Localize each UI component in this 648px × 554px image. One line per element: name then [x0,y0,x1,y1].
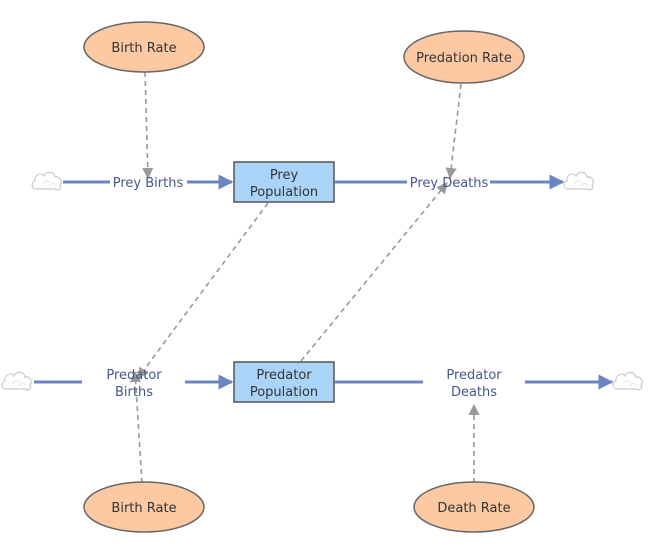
cloud-sink-prey-icon [563,171,594,191]
cloud-source-prey-icon [31,171,62,191]
flow-prey-deaths-label: Prey Deaths [410,176,489,191]
flow-predator-births-label-line1: Predator [106,368,162,383]
stock-prey-label-line2: Population [250,185,318,200]
cloud-source-predator-icon [1,371,32,391]
variable-birth-rate-top-ellipse [83,21,205,73]
variable-predation-rate-ellipse [403,30,525,84]
stock-predator-population[interactable]: Predator Population [233,361,335,403]
flow-predator-births[interactable]: Predator Births [106,368,162,400]
variable-predation-rate[interactable]: Predation Rate [403,30,525,84]
stock-predator-box [233,361,335,403]
stock-prey-population[interactable]: Prey Population [233,161,335,203]
flow-prey-deaths[interactable]: Prey Deaths [410,176,489,191]
flow-predator-deaths[interactable]: Predator Deaths [446,368,502,400]
variable-birth-rate-bottom-ellipse [83,481,205,533]
flow-predator-deaths-label-line1: Predator [446,368,502,383]
stock-predator-label-line1: Predator [256,368,312,383]
variable-death-rate-ellipse [413,481,535,533]
stock-predator-label-line2: Population [250,385,318,400]
cloud-sink-predator-icon [612,371,643,391]
variable-death-rate[interactable]: Death Rate [413,481,535,533]
link-birthrate-to-preybirths [142,71,154,180]
link-predatorpop-to-preydeaths [300,182,448,362]
link-preypop-to-predatorbirths [137,202,269,379]
stock-prey-label-line1: Prey [270,168,299,183]
flow-predator-births-label-line2: Births [115,385,153,400]
information-links [130,71,480,484]
flow-prey-births-label: Prey Births [113,176,184,191]
variable-birth-rate-bottom-label: Birth Rate [111,501,176,516]
stock-prey-box [233,161,335,203]
flow-pipes [34,174,614,390]
variable-predation-rate-label: Predation Rate [416,51,512,66]
variable-birth-rate-top[interactable]: Birth Rate [83,21,205,73]
variable-birth-rate-top-label: Birth Rate [111,41,176,56]
variable-birth-rate-bottom[interactable]: Birth Rate [83,481,205,533]
variable-death-rate-label: Death Rate [437,501,510,516]
link-predationrate-to-preydeaths [445,83,462,180]
flow-predator-deaths-label-line2: Deaths [451,385,497,400]
flow-prey-births[interactable]: Prey Births [113,176,184,191]
link-birthrate-to-predatorbirths [130,370,143,484]
